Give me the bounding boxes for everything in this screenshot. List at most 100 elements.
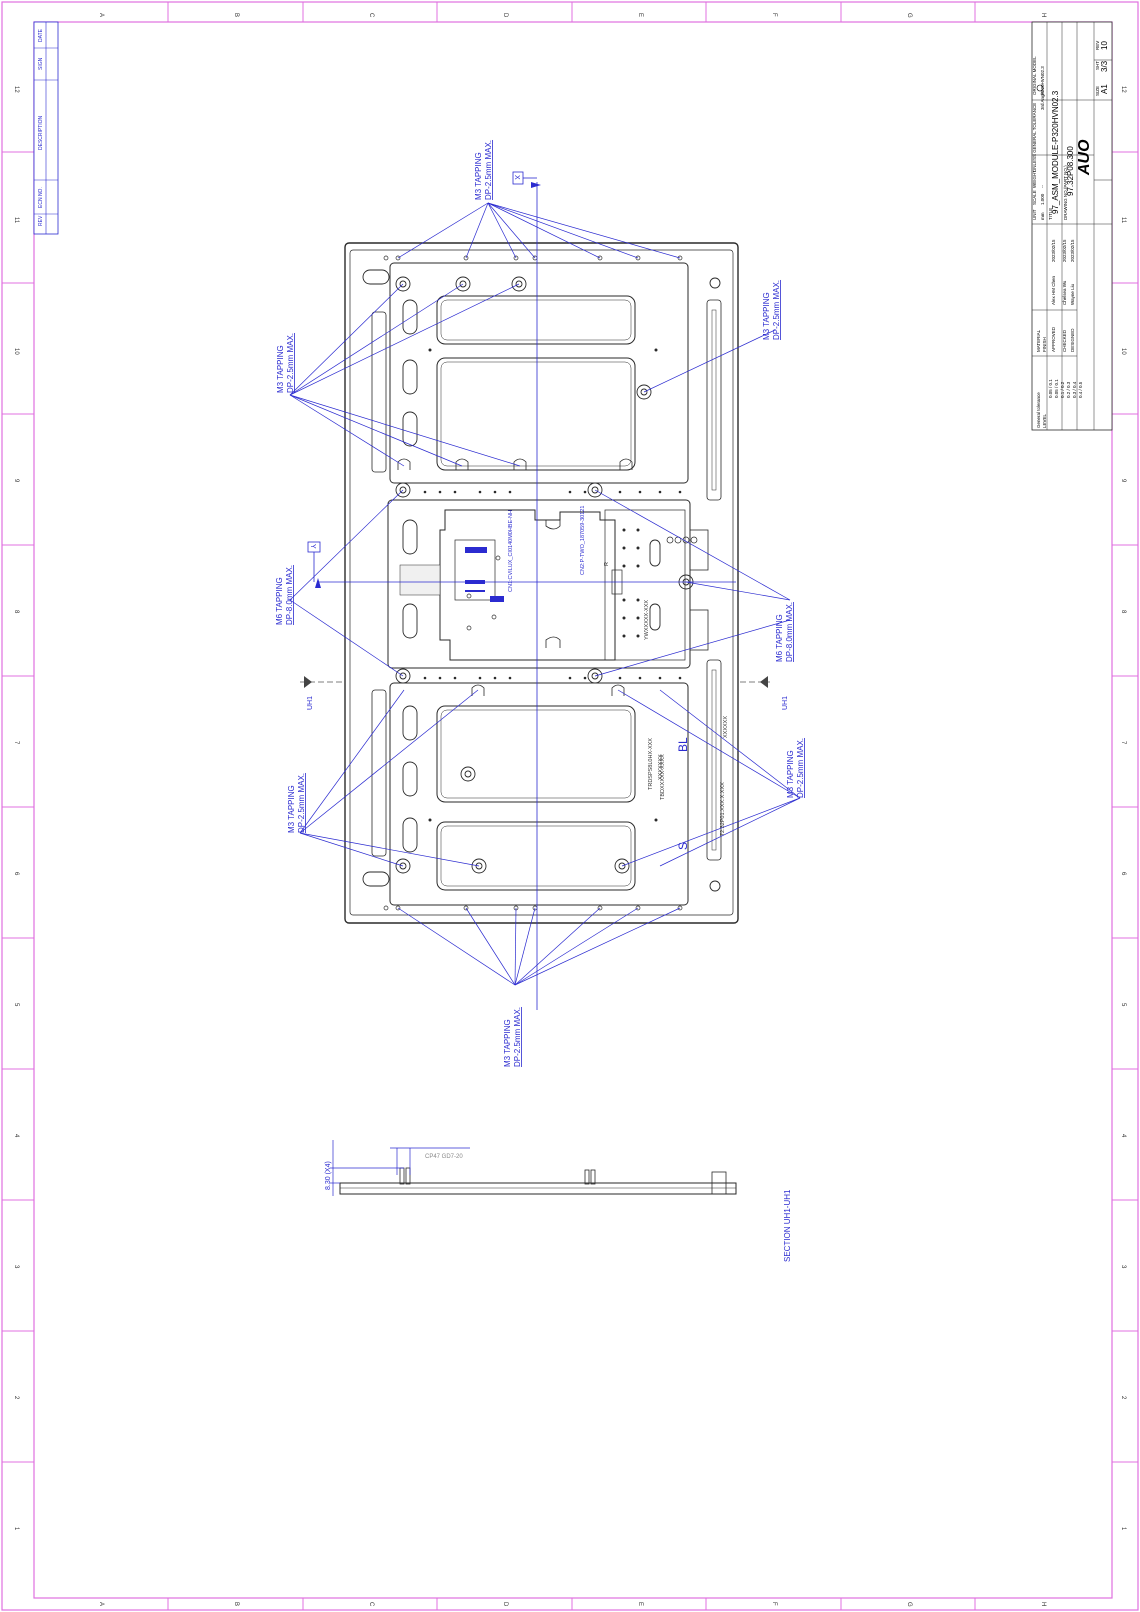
tb-drawing-no-label: DRAWING NO.(PART NO.) (1063, 165, 1068, 220)
datum-y: Y (307, 541, 321, 582)
zone-number: 9 (13, 479, 19, 483)
zone-number: 11 (1120, 217, 1126, 224)
callout-top: M3 TAPPING DP-2.5mm MAX. (474, 140, 493, 200)
tb-original-model-label: ORIGINAL MODEL (1032, 56, 1037, 95)
callout-line1: M3 TAPPING (276, 345, 285, 393)
datum-y-label: Y (309, 544, 316, 549)
section-view: 8.30 (X4) CP47 GD7-20 SECTION UH1-UH1 (325, 1140, 792, 1262)
tb-approved-by: Alex HM Chen (1051, 275, 1056, 305)
revision-table: REV ECN NO. DESCRIPTION SIGN DATE (33, 21, 59, 235)
tb-date3: 2023/02/15 (1070, 239, 1075, 262)
barcode-label: TBDXXXXX-XXXX (660, 754, 666, 800)
screw-bosses (395, 276, 721, 892)
tb-original-model: P320HVN02.3 (1040, 66, 1045, 95)
zone-number: 6 (13, 872, 19, 876)
callout-line2: DP-2.5mm MAX. (513, 1007, 522, 1067)
section-title: SECTION UH1-UH1 (783, 1189, 792, 1262)
zone-number: 4 (13, 1134, 19, 1138)
leader-lines (289, 202, 801, 986)
zone-number: 8 (1120, 610, 1126, 614)
callout-line2: DP-2.5mm MAX. (796, 738, 805, 798)
company-logo: AUO (1076, 139, 1093, 176)
right-rail-lower (706, 659, 722, 861)
zone-number: 12 (1120, 86, 1126, 93)
zone-letter: H (1040, 13, 1046, 17)
callout-lower-right: M3 TAPPING DP-2.5mm MAX. (786, 738, 805, 798)
zone-letter: C (368, 13, 374, 18)
callout-line1: M3 TAPPING (786, 750, 795, 798)
callout-line2: DP-2.5mm MAX. (297, 773, 306, 833)
tb-scale-label: SCALE (1032, 190, 1037, 205)
zone-number: 3 (13, 1265, 19, 1269)
xxx2-label: XXXXXXX (658, 754, 664, 780)
callout-lower-left: M3 TAPPING DP-2.5mm MAX. (287, 773, 306, 833)
zone-number: 10 (13, 348, 19, 355)
section-mark-right: UH1 (782, 696, 789, 710)
callout-line1: M3 TAPPING (474, 152, 483, 200)
zone-ticks-right (1112, 151, 1138, 1463)
title-block: General tolerance LEVEL 0.05 / 0.1 0.05 … (1031, 21, 1113, 431)
section-note: CP47 GD7-20 (425, 1154, 463, 1160)
tb-finish-label: FINISH (1042, 337, 1047, 352)
zone-letter: B (233, 1602, 239, 1606)
zone-number: 10 (1120, 348, 1126, 355)
zone-labels-right: 12 11 10 9 8 7 6 5 4 3 2 1 (1120, 86, 1126, 1531)
tb-designed-label: DESIGNED (1070, 328, 1075, 352)
zone-letter: F (771, 1602, 777, 1606)
cn2-label: CN2:P-TWO_187059-30121 (580, 506, 586, 575)
callout-upper-left: M3 TAPPING DP-2.5mm MAX. (276, 333, 295, 393)
datum-x-label: X (513, 175, 520, 180)
tb-general-tolerance: General tolerance (1036, 392, 1041, 428)
tb-projection: 3rd Angle (1040, 90, 1045, 110)
tb-weight-label: WEIGHT (1032, 170, 1037, 188)
tb-drawing-no: 97.32P08.300 (1066, 146, 1075, 196)
chassis-outline (344, 242, 739, 924)
zone-number: 12 (13, 86, 19, 93)
zone-number: 1 (13, 1527, 19, 1531)
inner-frame (33, 21, 1113, 1599)
section-dimension: 8.30 (X4) (325, 1161, 332, 1190)
tb-tol-row: 0.3 / 0.4 (1072, 381, 1077, 398)
ecn-header: ECN NO. (38, 187, 44, 208)
zone-letter: D (502, 13, 508, 18)
tb-tol-row: 0.1 / 0.2 (1060, 381, 1065, 398)
middle-panel (387, 499, 691, 669)
tb-rev: 10 (1100, 41, 1109, 50)
tb-approved-label: APPROVED (1051, 326, 1056, 352)
part-labels: CN1:CVILUX_CI0140M0HBE-NH CN2:P-TWO_1870… (508, 506, 729, 836)
tb-tol-row: 0.2 / 0.3 (1066, 381, 1071, 398)
callout-m6-right: M6 TAPPING DP-8.0mm MAX. (775, 602, 794, 662)
zone-letter: C (368, 1602, 374, 1607)
zone-ticks-top (167, 2, 976, 22)
tb-unit: mm (1040, 212, 1045, 220)
callout-line2: DP-2.5mm MAX. (484, 140, 493, 200)
zone-number: 5 (1120, 1003, 1126, 1007)
tb-size: A1 (1100, 84, 1109, 94)
upper-window-1 (436, 295, 636, 345)
callout-upper-right: M3 TAPPING DP-2.5mm MAX. (762, 280, 781, 340)
callout-line2: DP-8.0mm MAX. (785, 602, 794, 662)
zone-labels-top: A B C D E F G H (98, 13, 1046, 18)
callout-m6-left: M6 TAPPING DP-8.0mm MAX. (275, 565, 294, 625)
zone-labels-bottom: A B C D E F G H (98, 1602, 1046, 1607)
callout-line2: DP-2.5mm MAX. (286, 333, 295, 393)
centerlines (300, 182, 770, 1010)
label3: XXXXXX (723, 716, 729, 738)
left-rail-upper (371, 311, 387, 473)
zone-number: 8 (13, 610, 19, 614)
lower-window-2 (436, 821, 636, 891)
connector-block (454, 539, 496, 601)
upper-panel (389, 262, 689, 484)
callout-line1: M6 TAPPING (775, 614, 784, 662)
tb-size-label: SIZE (1095, 86, 1100, 96)
zone-letter: D (502, 1602, 508, 1607)
tb-checked-label: CHECKED (1062, 329, 1067, 352)
zone-letter: G (906, 1602, 912, 1607)
zone-number: 4 (1120, 1134, 1126, 1138)
tb-level: LEVEL (1042, 413, 1047, 428)
tb-tol-row: 0.05 / 0.1 (1054, 379, 1059, 398)
rev-header: REV (38, 215, 44, 226)
callout-bottom: M3 TAPPING DP-2.5mm MAX. (503, 1007, 522, 1067)
tb-date2: 2023/02/15 (1062, 239, 1067, 262)
cn1-label: CN1:CVILUX_CI0140M0HBE-NH (508, 510, 514, 592)
